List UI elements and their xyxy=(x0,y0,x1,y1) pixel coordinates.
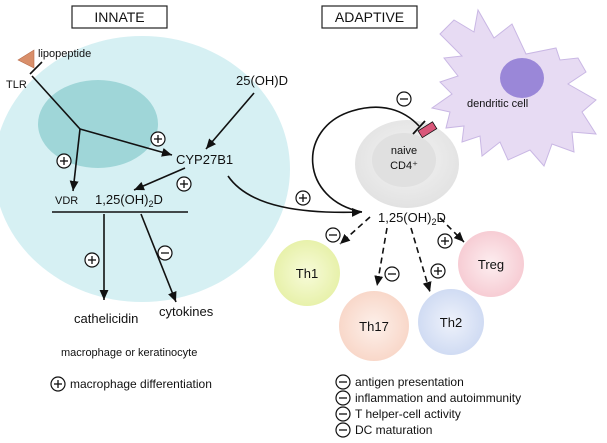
th1-cell xyxy=(274,240,340,306)
inhibition-bar xyxy=(412,120,426,135)
tlr-label: TLR xyxy=(6,79,27,91)
to-th2-arrow xyxy=(410,227,432,293)
effect-item: T helper-cell activity xyxy=(335,406,461,422)
vdr-label: VDR xyxy=(55,195,78,207)
tlr-to-cyp27b1-arrow xyxy=(79,128,173,157)
tlr-stem xyxy=(31,75,81,130)
plus-sign-icon xyxy=(430,263,446,279)
to-treg-arrow xyxy=(439,217,465,243)
plus-sign-icon xyxy=(84,252,100,268)
innate-heading-box xyxy=(71,5,168,29)
adaptive-heading-box xyxy=(321,5,418,29)
cathelicidin-label: cathelicidin xyxy=(74,311,138,326)
calcitriol-to-adaptive-arrow xyxy=(227,175,363,217)
calcidiol-label: 25(OH)D xyxy=(236,73,288,88)
plus-sign-icon xyxy=(437,233,453,249)
cd4-label: CD4⁺ xyxy=(390,160,418,172)
adaptive-heading: ADAPTIVE xyxy=(335,9,404,25)
effect-label: antigen presentation xyxy=(355,375,464,389)
innate-calcitriol-label: 1,25(OH)2D xyxy=(95,192,163,209)
minus-sign-icon xyxy=(325,227,341,243)
macrophage-nucleus xyxy=(38,80,158,168)
effect-item: DC maturation xyxy=(335,422,432,438)
th2-cell xyxy=(418,289,484,355)
plus-sign-icon xyxy=(295,190,311,206)
effect-item: antigen presentation xyxy=(335,374,464,390)
effect-label: DC maturation xyxy=(355,423,432,437)
lipopeptide-label: lipopeptide xyxy=(38,48,91,60)
innate-heading: INNATE xyxy=(94,9,144,25)
to-th1-arrow xyxy=(339,216,371,245)
th17-label: Th17 xyxy=(359,319,389,334)
th2-label: Th2 xyxy=(440,315,462,330)
minus-sign-icon xyxy=(396,91,412,107)
minus-sign-icon xyxy=(384,266,400,282)
differentiation-label: macrophage differentiation xyxy=(70,377,212,391)
dendritic-nucleus xyxy=(500,58,544,98)
effect-label: T helper-cell activity xyxy=(355,407,461,421)
tlr-arm xyxy=(29,61,43,75)
effect-item: inflammation and autoimmunity xyxy=(335,390,521,406)
plus-sign-icon xyxy=(176,176,192,192)
lipopeptide-ligand-icon xyxy=(17,49,35,69)
th17-cell xyxy=(339,291,409,361)
dc-receptor xyxy=(417,121,438,139)
cytokines-label: cytokines xyxy=(159,304,214,319)
treg-label: Treg xyxy=(478,257,504,272)
plus-sign-icon xyxy=(56,153,72,169)
naive-label: naive xyxy=(391,145,417,157)
to-cytokines-arrow xyxy=(140,213,177,303)
inhibition-loop xyxy=(311,106,420,213)
cell-type-label: macrophage or keratinocyte xyxy=(61,347,197,359)
treg-cell xyxy=(458,231,524,297)
minus-sign-icon xyxy=(157,245,173,261)
adaptive-calcitriol-label: 1,25(OH)2D xyxy=(378,210,446,227)
cyp27b1-label: CYP27B1 xyxy=(176,152,233,167)
calcidiol-to-cyp27b1-arrow xyxy=(205,92,255,150)
plus-sign-icon xyxy=(150,131,166,147)
plus-sign-icon xyxy=(50,376,66,392)
naive-cd4-nucleus xyxy=(372,133,436,187)
cyp27b1-to-calcitriol-arrow xyxy=(133,167,186,191)
tlr-to-vdr-arrow xyxy=(69,128,81,192)
th1-label: Th1 xyxy=(296,266,318,281)
dendritic-cell-label: dendritic cell xyxy=(467,98,528,110)
effect-label: inflammation and autoimmunity xyxy=(355,391,521,405)
